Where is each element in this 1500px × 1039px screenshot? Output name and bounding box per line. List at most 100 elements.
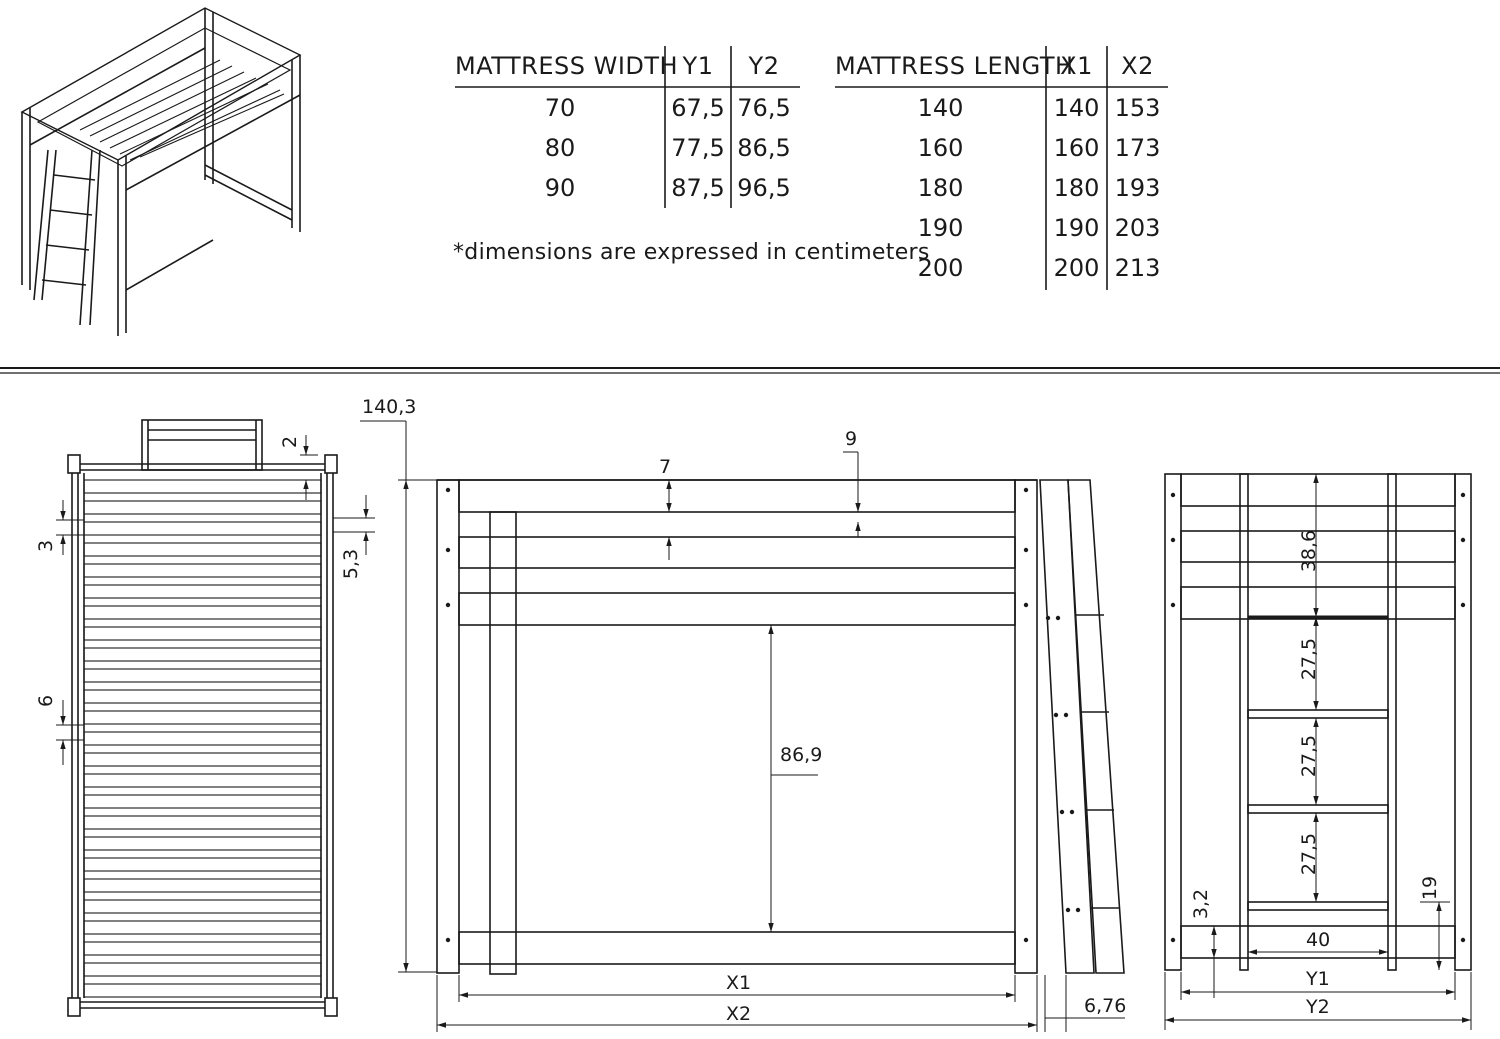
length-table-cell: 180 [917,174,964,202]
screw-dot [445,487,451,493]
length-table-cell: 160 [917,134,964,162]
slat [83,647,322,662]
screw-dot [1055,615,1061,621]
length-table-cell: 190 [917,214,964,242]
slat [83,857,322,872]
screw-dot [1170,537,1176,543]
screw-dot [1045,615,1051,621]
dim-x1: X1 [726,972,752,994]
slat [83,731,322,746]
dim-slat-width: 5,3 [340,548,363,580]
length-table-cell: 193 [1114,174,1161,202]
top-view-dims [56,435,375,765]
screw-dot [1170,492,1176,498]
dim-rail-gap: 9 [845,428,858,450]
screw-dot [1170,602,1176,608]
slat [83,668,322,683]
slat [83,878,322,893]
dim-y1: Y1 [1306,968,1330,990]
width-table-cell: 96,5 [737,174,791,202]
isometric-bed-sketch [20,7,302,336]
width-table-cell: 70 [544,94,576,122]
screw-dot [1460,602,1466,608]
dim-ladder-step-2: 27,5 [1298,734,1321,778]
dim-y2: Y2 [1306,996,1330,1018]
slat [83,563,322,578]
slat [83,689,322,704]
slat [83,815,322,830]
length-table-cell: 190 [1053,214,1100,242]
slat [83,836,322,851]
length-table-cell: 200 [1053,254,1100,282]
slat [83,500,322,515]
dim-bottom-rung: 19 [1419,875,1442,901]
slat [83,899,322,914]
end-view-dims [1164,474,1472,1030]
dim-slat-gap-b: 6 [35,694,58,708]
screw-dot [1065,907,1071,913]
screw-dot [1023,547,1029,553]
side-view-dims [360,420,1125,1032]
length-table-cell: 140 [917,94,964,122]
dim-slat-gap-a: 3 [35,539,58,553]
length-table-cell: 213 [1114,254,1161,282]
screw-dot [1063,712,1069,718]
screw-dot [445,547,451,553]
slat [83,626,322,641]
length-table-cell: 200 [917,254,964,282]
screw-dot [1053,712,1059,718]
dim-ladder-step-1: 27,5 [1298,637,1321,681]
slat [83,752,322,767]
width-table-header-y2: Y2 [748,52,780,80]
slat [83,794,322,809]
dim-ladder-width: 40 [1306,929,1331,951]
screw-dot [1460,537,1466,543]
slat [83,962,322,977]
screw-dot [1075,907,1081,913]
length-table-cell: 140 [1053,94,1100,122]
length-table-header-x2: X2 [1121,52,1154,80]
slat [83,479,322,494]
dim-clearance: 86,9 [780,744,823,766]
width-table-cell: 87,5 [671,174,725,202]
screw-dot [1170,937,1176,943]
screw-dot [1460,492,1466,498]
length-table-header-length: MATTRESS LENGTH [835,52,1074,80]
screw-dot [445,602,451,608]
dim-x2: X2 [726,1003,752,1025]
slat [83,983,322,998]
slat [83,710,322,725]
dim-bottom-height: 3,2 [1190,888,1213,920]
width-table-header-width: MATTRESS WIDTH [455,52,679,80]
screw-dot [445,937,451,943]
dim-ladder-top-step: 38,6 [1298,529,1321,573]
slat [83,941,322,956]
width-table-cell: 86,5 [737,134,791,162]
slat [83,542,322,557]
units-note: *dimensions are expressed in centimeters [453,240,930,265]
width-table-header-y1: Y1 [682,52,714,80]
dim-ladder-step-3: 27,5 [1298,832,1321,876]
screw-dot [1069,809,1075,815]
dim-top-gap: 2 [279,435,302,449]
dim-rail-height: 7 [659,456,672,478]
length-table-cell: 173 [1114,134,1161,162]
dim-total-height: 140,3 [362,396,417,418]
screw-dot [1460,937,1466,943]
length-table-cell: 203 [1114,214,1161,242]
width-table-cell: 76,5 [737,94,791,122]
length-table-header-x1: X1 [1060,52,1093,80]
slat [83,584,322,599]
dim-ladder-depth: 6,76 [1084,995,1127,1017]
slat [83,605,322,620]
width-table-cell: 90 [544,174,576,202]
length-table-cell: 180 [1053,174,1100,202]
length-table-cell: 160 [1053,134,1100,162]
slat [83,773,322,788]
screw-dot [1023,487,1029,493]
screw-dot [1059,809,1065,815]
length-table-cell: 153 [1114,94,1161,122]
slat [83,920,322,935]
width-table-cell: 67,5 [671,94,725,122]
